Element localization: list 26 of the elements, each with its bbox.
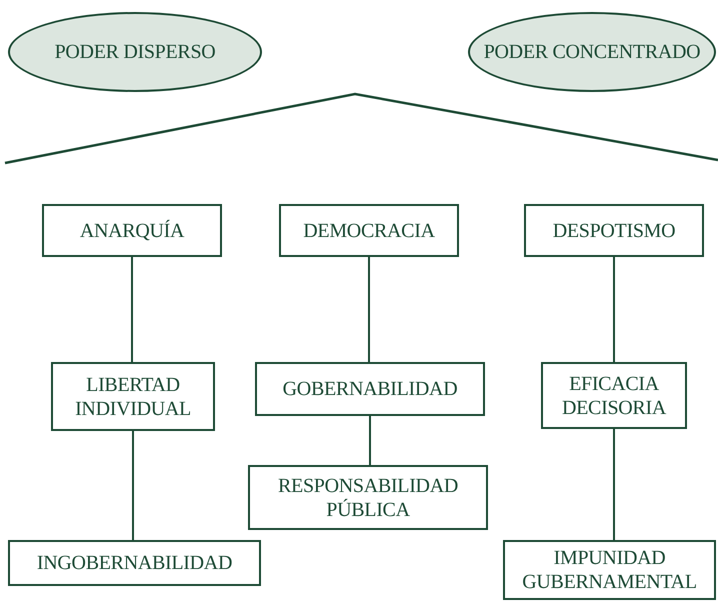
box-label: RESPONSABILIDAD PÚBLICA bbox=[277, 474, 459, 522]
concept-box bbox=[503, 540, 716, 600]
concept-box bbox=[255, 362, 485, 416]
box-label: PODER DISPERSO bbox=[54, 40, 216, 64]
box-label: DESPOTISMO bbox=[552, 218, 676, 242]
concept-box bbox=[524, 204, 704, 257]
concept-box bbox=[541, 362, 687, 429]
connector-line bbox=[131, 257, 133, 362]
connector-line bbox=[369, 416, 371, 465]
concept-box bbox=[248, 465, 488, 530]
connector-line bbox=[368, 257, 370, 362]
concept-box bbox=[279, 204, 459, 257]
connector-line bbox=[613, 257, 615, 362]
box-label: ANARQUÍA bbox=[80, 218, 184, 242]
box-label: LIBERTAD INDIVIDUAL bbox=[74, 372, 192, 420]
connector-line bbox=[132, 431, 134, 540]
box-label: DEMOCRACIA bbox=[303, 218, 435, 242]
box-label: EFICACIA DECISORIA bbox=[561, 372, 668, 420]
concept-box bbox=[8, 540, 261, 586]
box-label: PODER CONCENTRADO bbox=[484, 40, 700, 64]
box-label: INGOBERNABILIDAD bbox=[36, 551, 232, 575]
concept-box bbox=[42, 204, 222, 257]
concept-box bbox=[51, 362, 215, 431]
box-label: GOBERNABILIDAD bbox=[282, 377, 458, 401]
box-label: IMPUNIDAD GUBERNAMENTAL bbox=[521, 546, 698, 594]
connector-line bbox=[613, 429, 615, 540]
